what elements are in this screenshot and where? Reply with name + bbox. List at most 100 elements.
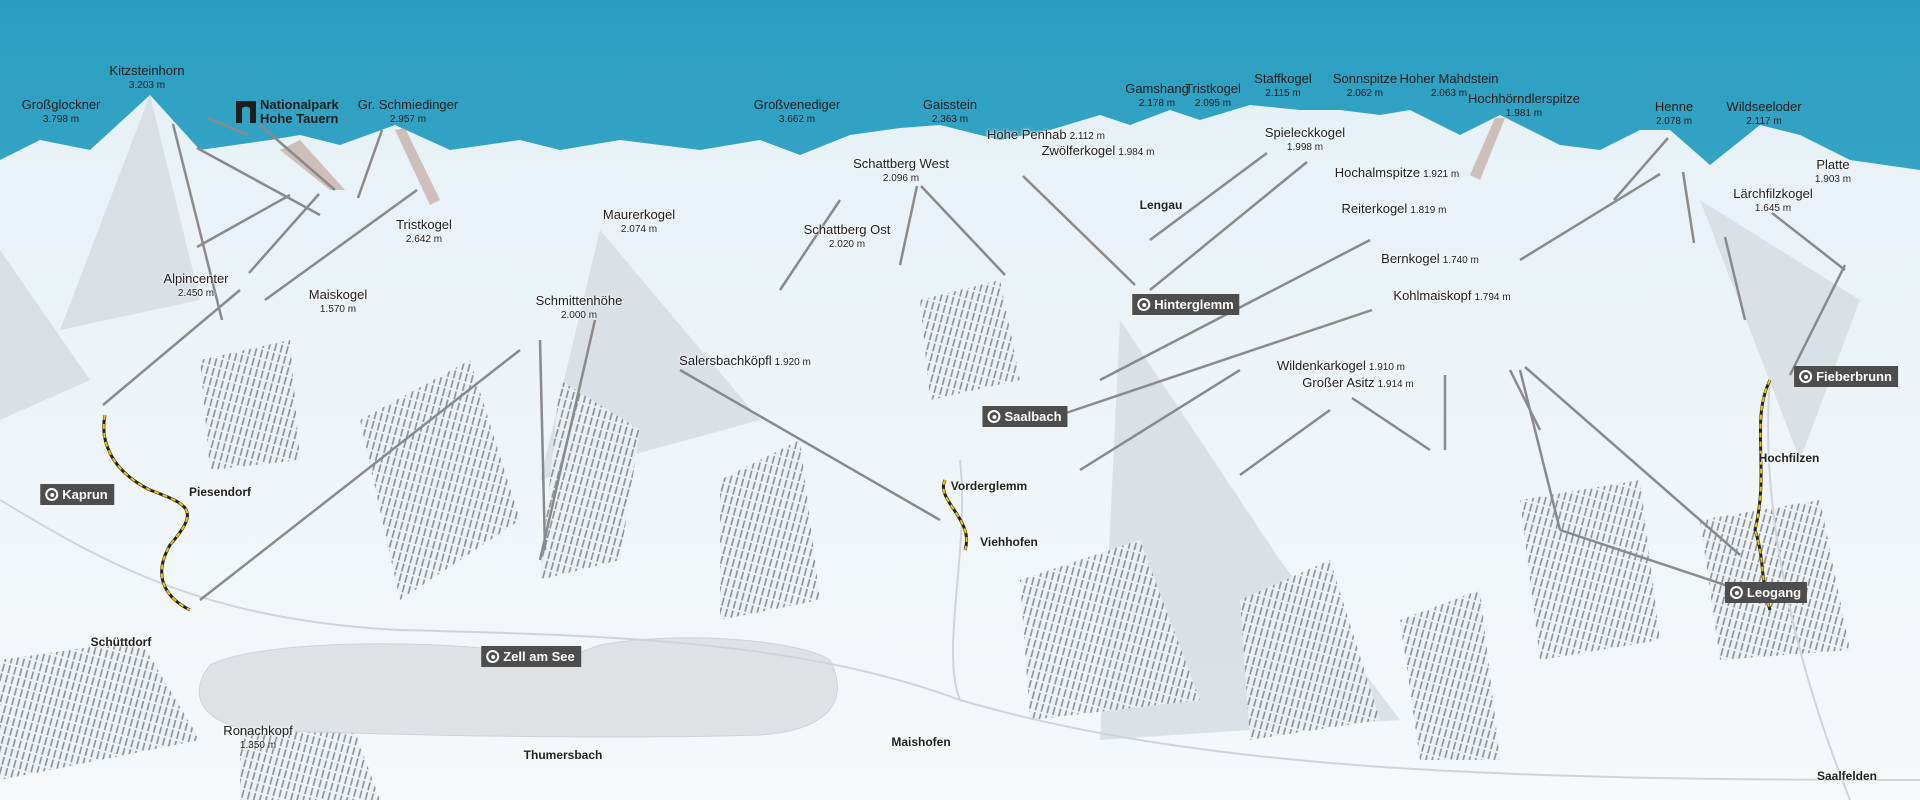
peak-name: Sonnspitze	[1332, 71, 1398, 86]
lake-zell	[198, 637, 838, 738]
logo-line1: Nationalpark	[260, 97, 339, 112]
village-label-vorderglemm: Vorderglemm	[950, 479, 1028, 493]
peak-name: Hoher Mahdstein	[1399, 71, 1499, 86]
peak-elevation: 2.000 m	[560, 309, 598, 321]
peak-name: Wildenkarkogel	[1276, 358, 1366, 373]
village-label-saalfelden: Saalfelden	[1816, 769, 1878, 783]
peak-elevation: 1.914 m	[1377, 379, 1414, 390]
resort-name: Kaprun	[62, 487, 108, 502]
peak-name: Tristkogel	[1185, 81, 1241, 96]
resort-name: Hinterglemm	[1154, 297, 1234, 312]
peak-elevation: 2.078 m	[1655, 115, 1693, 127]
peak-elevation: 2.178 m	[1138, 97, 1176, 109]
peak-elevation: 2.074 m	[620, 223, 658, 235]
resort-name: Zell am See	[503, 649, 575, 664]
peak-name: Schattberg West	[853, 156, 949, 171]
peak-elevation: 2.095 m	[1194, 97, 1232, 109]
railway-line-dashes	[102, 379, 1771, 611]
peak-elevation: 2.450 m	[177, 287, 215, 299]
resort-name: Fieberbrunn	[1816, 369, 1892, 384]
peak-name: Alpincenter	[163, 271, 229, 286]
peak-name: Großvenediger	[753, 97, 841, 112]
peak-name: Lärchfilzkogel	[1733, 186, 1813, 201]
peak-name: Kohlmaiskopf	[1393, 288, 1472, 303]
peak-name: Schattberg Ost	[803, 222, 891, 237]
resort-badge-zell-am-see[interactable]: Zell am See	[481, 646, 581, 667]
peak-elevation: 1.910 m	[1368, 362, 1406, 373]
nationalpark-logo-icon	[236, 100, 256, 123]
peak-name: Kitzsteinhorn	[109, 63, 185, 78]
peak-name: Hohe Penhab	[987, 127, 1067, 142]
peak-name: Gamshang	[1125, 81, 1189, 96]
peak-name: Zwölferkogel	[1041, 143, 1116, 158]
location-marker-icon	[486, 650, 500, 663]
peak-name: Gr. Schmiedinger	[357, 97, 459, 112]
peak-elevation: 1.794 m	[1474, 292, 1511, 303]
peak-elevation: 2.363 m	[931, 113, 969, 125]
peak-elevation: 2.112 m	[1069, 131, 1105, 142]
peak-elevation: 3.662 m	[778, 113, 816, 125]
village-label-thumersbach: Thumersbach	[523, 748, 603, 762]
peak-name: Bernkogel	[1381, 251, 1440, 266]
peak-elevation: 3.798 m	[42, 113, 80, 125]
peak-elevation: 1.570 m	[319, 303, 357, 315]
resort-badge-fieberbrunn[interactable]: Fieberbrunn	[1794, 366, 1898, 387]
peak-elevation: 2.096 m	[882, 172, 920, 184]
village-label-lengau: Lengau	[1139, 198, 1183, 212]
resort-badge-leogang[interactable]: Leogang	[1724, 582, 1808, 603]
peak-elevation: 2.115 m	[1265, 87, 1301, 99]
peak-elevation: 2.062 m	[1346, 87, 1384, 99]
resort-badge-saalbach[interactable]: Saalbach	[982, 406, 1068, 427]
location-marker-icon	[1137, 298, 1151, 311]
peak-name: Gaisstein	[922, 97, 978, 112]
ski-lifts	[102, 116, 1847, 601]
peak-elevation: 1.819 m	[1410, 205, 1447, 216]
village-label-hochfilzen: Hochfilzen	[1758, 451, 1820, 465]
resort-badge-kaprun[interactable]: Kaprun	[40, 484, 114, 505]
peak-elevation: 1.998 m	[1286, 141, 1324, 153]
peak-name: Schmittenhöhe	[535, 293, 623, 308]
peak-name: Maurerkogel	[602, 207, 676, 222]
peak-name: Hochalmspitze	[1334, 165, 1421, 180]
peak-elevation: 1.903 m	[1814, 173, 1852, 185]
rock-faces	[280, 118, 1505, 205]
peak-elevation: 2.117 m	[1746, 115, 1782, 127]
location-marker-icon	[45, 488, 59, 501]
peak-name: Großglockner	[21, 97, 101, 112]
forests	[0, 280, 1850, 800]
roads	[0, 379, 1920, 800]
peak-name: Großer Asitz	[1302, 375, 1375, 390]
peak-name: Spieleckkogel	[1264, 125, 1346, 140]
peak-name: Tristkogel	[396, 217, 452, 232]
resort-badge-hinterglemm[interactable]: Hinterglemm	[1132, 294, 1240, 315]
peak-elevation: 1.981 m	[1505, 107, 1543, 119]
peak-elevation: 2.063 m	[1430, 87, 1468, 99]
peak-name: Reiterkogel	[1341, 201, 1408, 216]
peak-name: Hochhörndlerspitze	[1467, 91, 1581, 106]
location-marker-icon	[1729, 586, 1743, 599]
